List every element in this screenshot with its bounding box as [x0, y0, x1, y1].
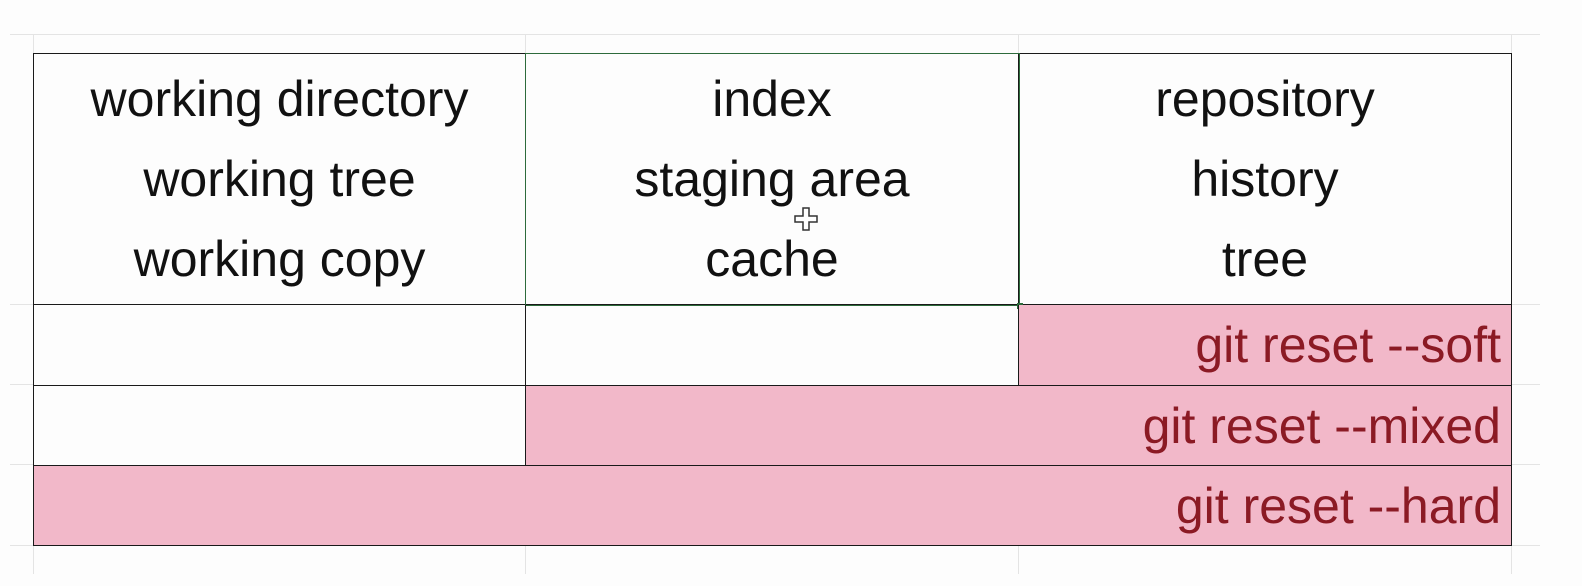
header-line: working tree — [143, 151, 416, 207]
empty-cell[interactable] — [34, 305, 526, 385]
empty-cell[interactable] — [526, 305, 1019, 385]
empty-cell[interactable] — [34, 386, 526, 465]
header-line: cache — [705, 231, 839, 287]
git-reset-hard-cell[interactable]: git reset --hard — [34, 466, 1511, 545]
cell-index[interactable]: index staging area cache — [526, 54, 1019, 305]
git-areas-table: working directory working tree working c… — [33, 53, 1512, 546]
header-line: tree — [1221, 231, 1309, 287]
header-line: working directory — [90, 71, 469, 127]
header-line: repository — [1155, 71, 1375, 127]
git-reset-mixed-cell[interactable]: git reset --mixed — [526, 386, 1511, 465]
header-line: history — [1191, 151, 1339, 207]
table-row-soft: git reset --soft — [34, 305, 1511, 385]
gridline — [10, 34, 1540, 35]
header-line: index — [712, 71, 832, 127]
cell-working-directory[interactable]: working directory working tree working c… — [34, 54, 526, 305]
table-row-hard: git reset --hard — [34, 465, 1511, 545]
git-reset-soft-cell[interactable]: git reset --soft — [1019, 305, 1511, 385]
header-line: staging area — [634, 151, 910, 207]
header-line: working copy — [133, 231, 426, 287]
table-row-mixed: git reset --mixed — [34, 385, 1511, 465]
cell-repository[interactable]: repository history tree — [1019, 54, 1511, 305]
